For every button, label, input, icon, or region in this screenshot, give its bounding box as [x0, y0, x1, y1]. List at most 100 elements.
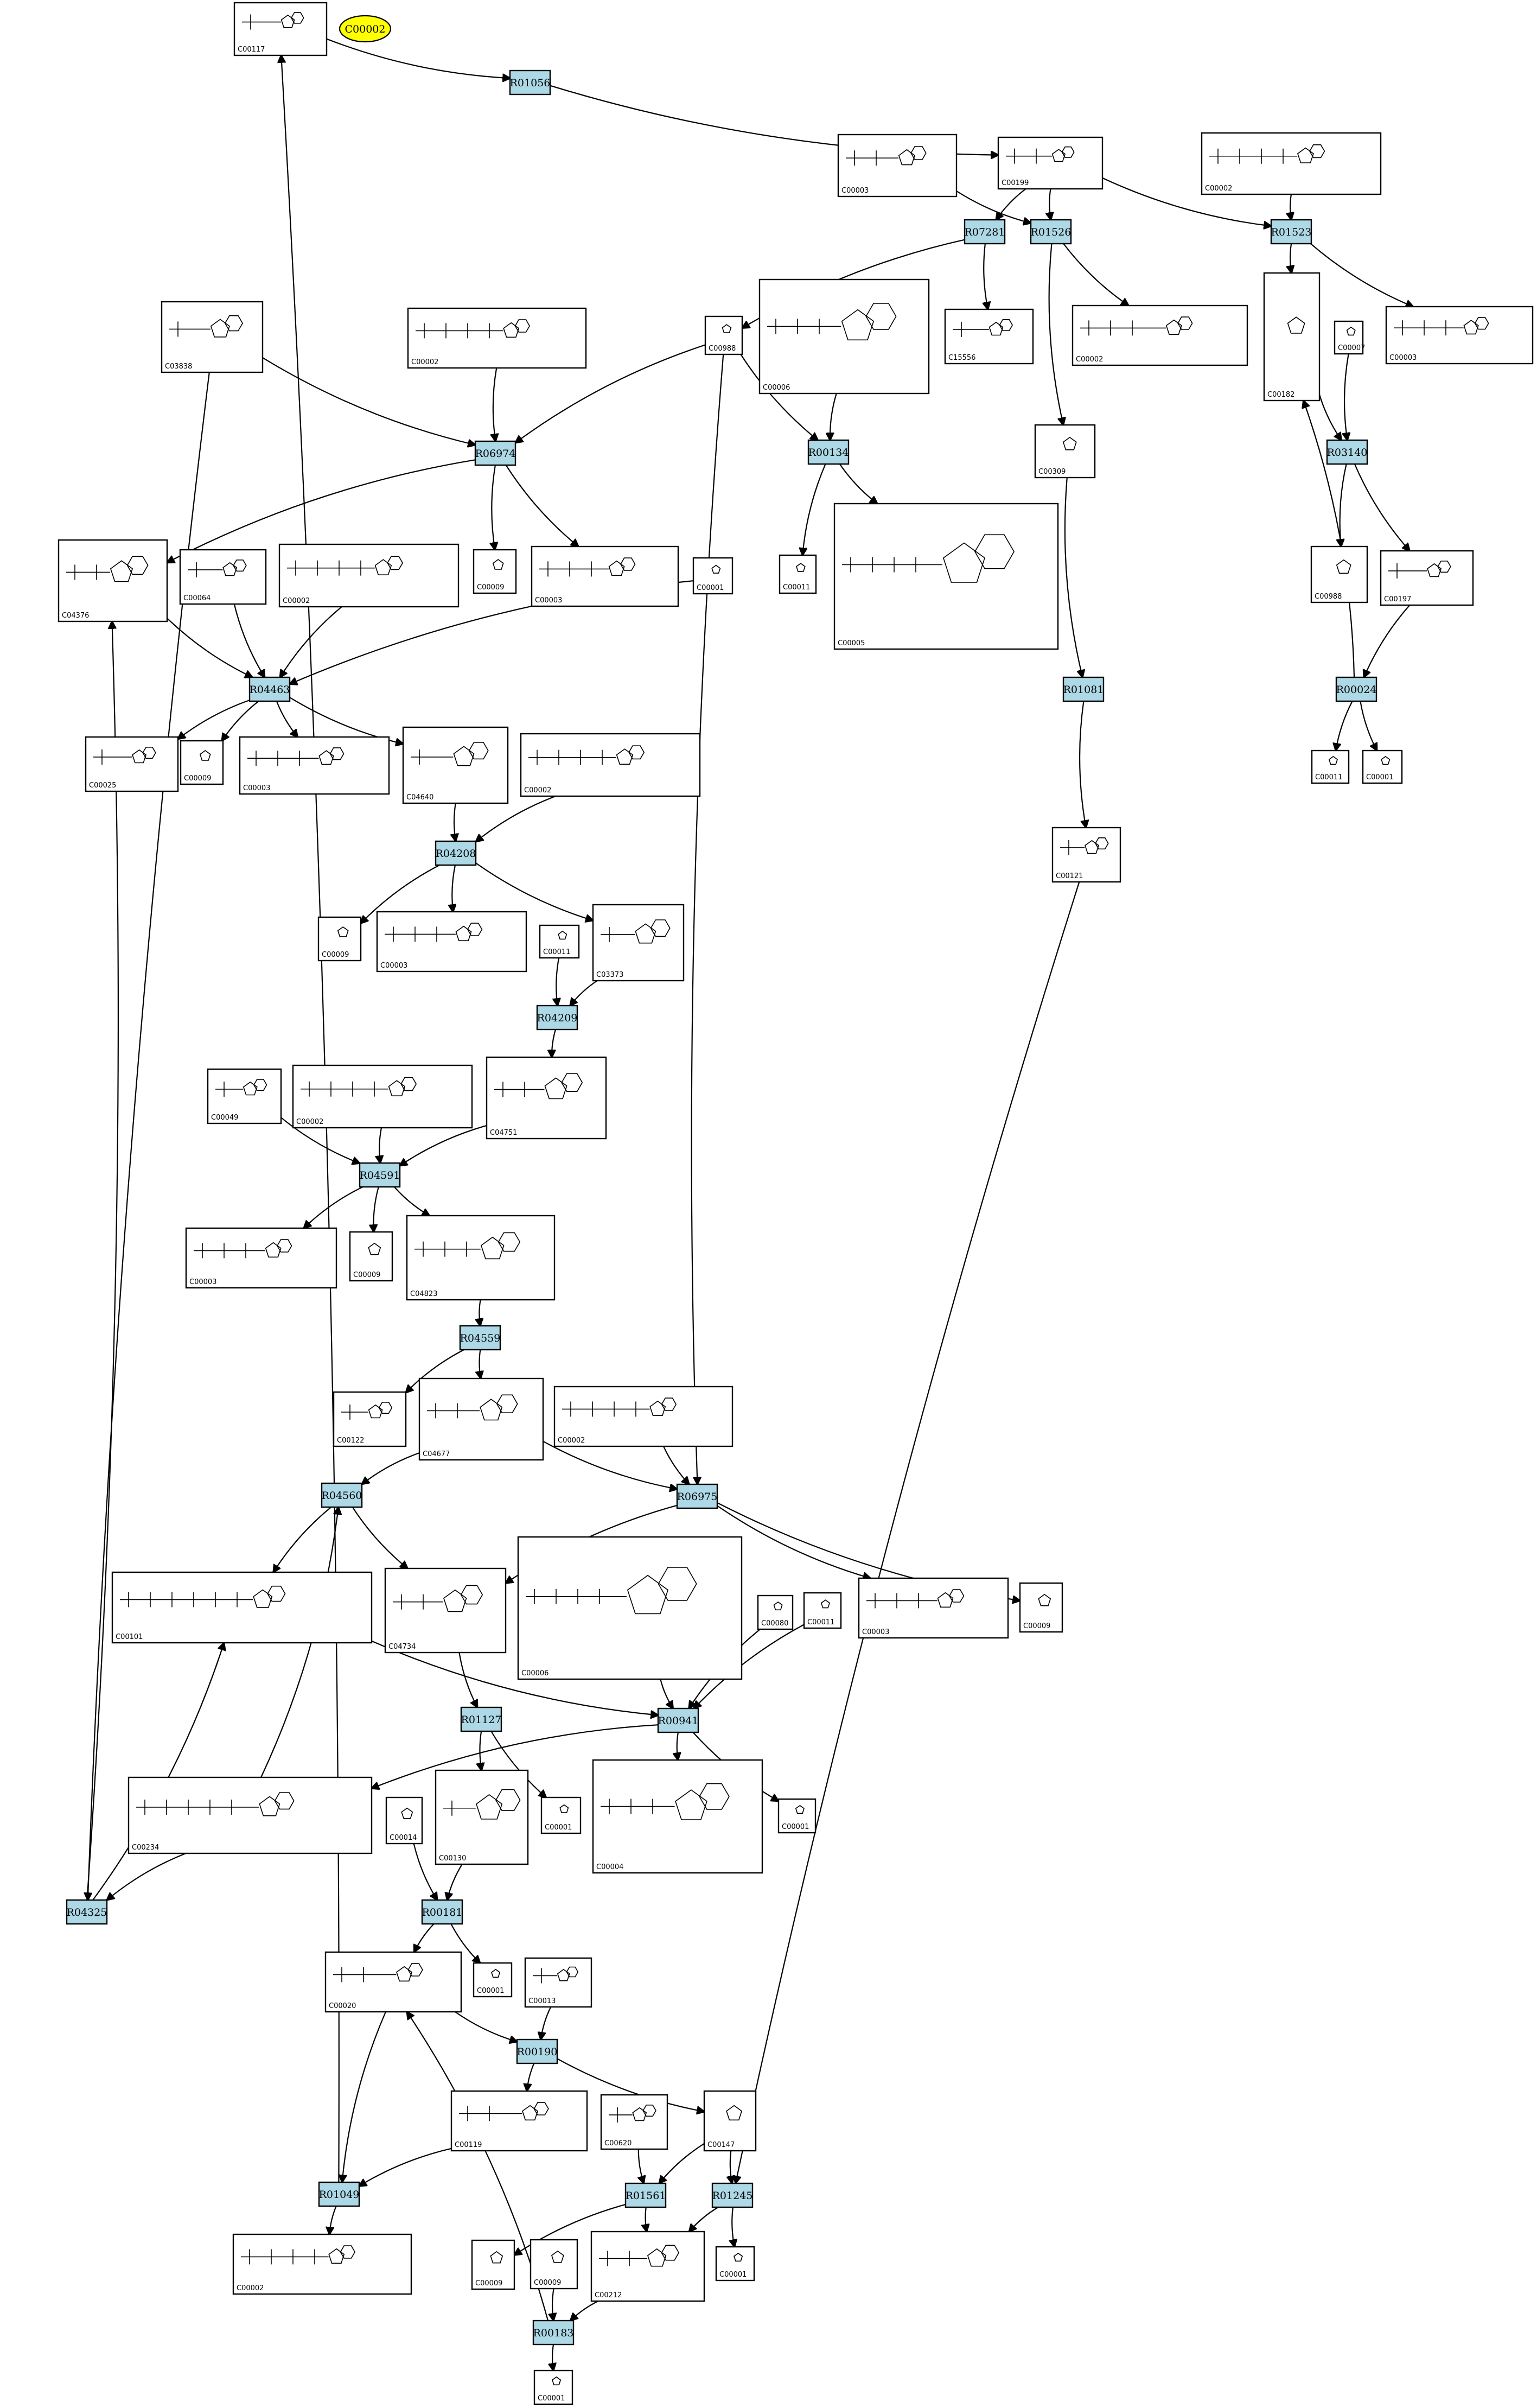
compound-node[interactable]: C00003: [185, 1227, 337, 1289]
reaction-node[interactable]: R01081: [1062, 676, 1105, 702]
compound-node[interactable]: C00049: [207, 1068, 282, 1124]
compound-node[interactable]: C00117: [233, 2, 328, 56]
compound-node[interactable]: C00620: [600, 2094, 668, 2150]
compound-node[interactable]: C00197: [1380, 550, 1474, 606]
compound-node[interactable]: C04640: [402, 726, 509, 804]
compound-node[interactable]: C00009: [317, 916, 362, 962]
start-node[interactable]: [339, 15, 392, 43]
reaction-node[interactable]: R04559: [459, 1325, 501, 1351]
reaction-node[interactable]: R04463: [248, 676, 291, 702]
compound-node[interactable]: C00004: [592, 1759, 763, 1874]
compound-node[interactable]: C00009: [471, 2239, 515, 2290]
compound-node[interactable]: C00009: [349, 1231, 393, 1282]
compound-node[interactable]: C00234: [127, 1776, 373, 1854]
compound-node[interactable]: C00080: [757, 1594, 794, 1630]
compound-node[interactable]: C00003: [239, 736, 390, 795]
compound-node[interactable]: C00101: [111, 1571, 373, 1644]
reaction-node[interactable]: R00190: [516, 2038, 558, 2064]
edge-arrow: [107, 1852, 187, 1900]
compound-node[interactable]: C00002: [1201, 132, 1382, 195]
edge-arrow: [414, 1923, 435, 1952]
reaction-node[interactable]: R01526: [1030, 219, 1072, 245]
compound-node[interactable]: C00005: [833, 503, 1059, 650]
compound-node[interactable]: C00001: [777, 1798, 817, 1834]
compound-node[interactable]: C00009: [1019, 1582, 1063, 1633]
compound-node[interactable]: C15556: [944, 308, 1034, 365]
reaction-node[interactable]: R04591: [359, 1162, 401, 1188]
compound-node[interactable]: C00011: [803, 1592, 842, 1629]
compound-node[interactable]: C00130: [435, 1769, 529, 1865]
compound-node[interactable]: C04823: [406, 1215, 556, 1301]
compound-node[interactable]: C00003: [837, 134, 958, 198]
compound-node[interactable]: C04751: [486, 1056, 607, 1140]
reaction-node[interactable]: R01245: [711, 2182, 754, 2208]
compound-node[interactable]: C00006: [517, 1536, 743, 1680]
reaction-node[interactable]: R03140: [1326, 439, 1368, 465]
compound-node[interactable]: C00003: [1385, 306, 1534, 365]
compound-node[interactable]: C00002: [232, 2233, 412, 2295]
compound-node[interactable]: C00122: [333, 1391, 407, 1447]
compound-node[interactable]: C00011: [779, 554, 817, 594]
compound-node[interactable]: C00025: [85, 736, 179, 792]
reaction-node[interactable]: R06974: [474, 440, 516, 466]
compound-node[interactable]: C00309: [1034, 424, 1096, 479]
compound-node[interactable]: C00002: [407, 307, 587, 369]
compound-node[interactable]: C00001: [715, 2246, 755, 2282]
structure-glyph: [601, 919, 671, 944]
reaction-node[interactable]: R01056: [509, 69, 551, 96]
compound-node[interactable]: C00011: [1311, 749, 1350, 784]
reaction-node[interactable]: R04325: [66, 1899, 108, 1925]
reaction-node[interactable]: R01523: [1270, 219, 1312, 245]
compound-node[interactable]: C00002: [1072, 304, 1248, 366]
reaction-node[interactable]: R06975: [676, 1483, 718, 1509]
reaction-node[interactable]: R04209: [536, 1005, 578, 1031]
compound-node[interactable]: C00009: [530, 2239, 578, 2290]
compound-frame: [600, 2094, 668, 2150]
compound-node[interactable]: C03838: [161, 301, 264, 373]
reaction-node[interactable]: R00183: [532, 2320, 575, 2346]
compound-node[interactable]: C00002: [520, 733, 701, 797]
compound-node[interactable]: C00003: [531, 545, 679, 607]
compound-node[interactable]: C00147: [703, 2090, 757, 2152]
compound-node[interactable]: C00006: [758, 278, 930, 395]
compound-node[interactable]: C00009: [180, 740, 224, 785]
compound-node[interactable]: C00988: [1310, 545, 1368, 603]
compound-node[interactable]: C00003: [376, 911, 527, 973]
compound-node[interactable]: C00020: [324, 1951, 462, 2013]
compound-node[interactable]: C00001: [692, 557, 734, 595]
reaction-node[interactable]: R01049: [318, 2181, 360, 2207]
compound-node[interactable]: C00121: [1051, 827, 1121, 883]
reaction-node[interactable]: R00134: [807, 439, 850, 465]
compound-node[interactable]: C00001: [533, 2369, 573, 2405]
reaction-node[interactable]: R04208: [435, 840, 477, 866]
compound-node[interactable]: C00011: [539, 924, 580, 959]
compound-node[interactable]: C00009: [473, 549, 517, 594]
compound-node[interactable]: C00003: [858, 1577, 1009, 1639]
reaction-node[interactable]: R04560: [321, 1482, 363, 1508]
compound-node[interactable]: C04734: [384, 1567, 507, 1654]
compound-node[interactable]: C00212: [590, 2231, 705, 2302]
compound-node[interactable]: C00182: [1263, 272, 1321, 402]
compound-node[interactable]: C04376: [58, 539, 168, 622]
compound-node[interactable]: C00013: [524, 1957, 592, 2008]
compound-node[interactable]: C00001: [540, 1796, 582, 1834]
reaction-node[interactable]: R00024: [1335, 676, 1377, 702]
compound-node[interactable]: C00001: [473, 1962, 513, 1998]
reaction-node[interactable]: R00941: [657, 1707, 699, 1733]
compound-node[interactable]: C00001: [1362, 749, 1403, 784]
reaction-node[interactable]: R07281: [964, 219, 1006, 245]
reaction-node[interactable]: R01127: [460, 1706, 502, 1732]
compound-node[interactable]: C00199: [997, 136, 1104, 190]
compound-node[interactable]: C00064: [179, 549, 267, 605]
compound-node[interactable]: C04677: [418, 1377, 544, 1461]
compound-node[interactable]: C00002: [292, 1064, 473, 1129]
reaction-node[interactable]: R00181: [421, 1899, 463, 1925]
compound-node[interactable]: C00014: [385, 1796, 423, 1845]
reaction-node[interactable]: R01561: [624, 2182, 667, 2208]
compound-node[interactable]: C00007: [1334, 320, 1365, 355]
compound-node[interactable]: C00002: [553, 1386, 734, 1447]
compound-node[interactable]: C00119: [450, 2090, 588, 2152]
compound-node[interactable]: C00002: [278, 543, 460, 608]
compound-node[interactable]: C03373: [592, 904, 685, 982]
compound-node[interactable]: C00988: [704, 315, 743, 355]
